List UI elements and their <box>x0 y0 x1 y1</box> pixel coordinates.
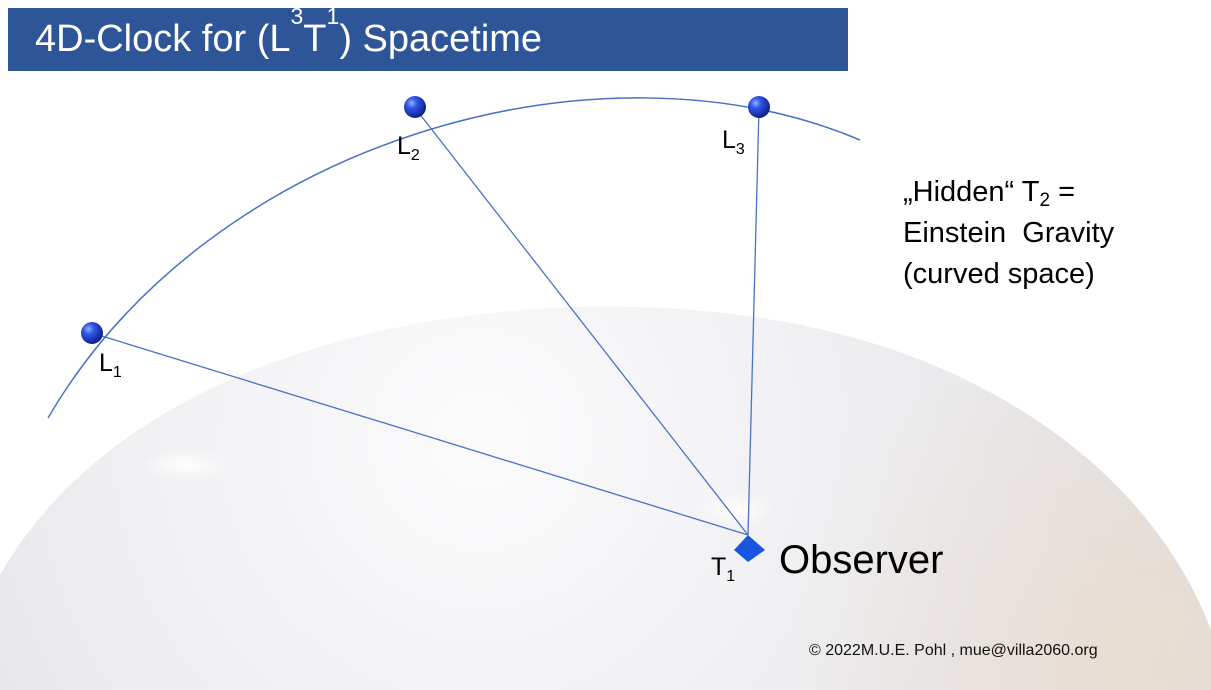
signal-line-l3 <box>747 107 760 536</box>
hidden-t2-note: „Hidden“ T2 = Einstein Gravity (curved s… <box>903 172 1114 295</box>
observer-marker <box>734 535 765 562</box>
point-l2-label: L2 <box>397 132 420 164</box>
point-l1-marker <box>81 322 103 344</box>
signal-line-l1 <box>91 332 749 536</box>
curved-space-sphere <box>0 306 1211 690</box>
note-line-1: „Hidden“ T2 = <box>903 176 1076 211</box>
signal-line-l2 <box>414 107 749 536</box>
copyright-notice: © 2022M.U.E. Pohl , mue@villa2060.org <box>809 642 1098 659</box>
observer-label: Observer <box>779 538 944 582</box>
observer-time-label: T1 <box>711 553 736 585</box>
point-l3-label: L3 <box>722 126 745 158</box>
note-line-3: (curved space) <box>903 258 1095 290</box>
orbit-arc <box>47 97 861 419</box>
slide-title: 4D-Clock for (L3T1) Spacetime <box>8 5 848 71</box>
point-l2-marker <box>404 96 426 118</box>
point-l1-label: L1 <box>99 349 122 381</box>
note-line-2: Einstein Gravity <box>903 217 1115 249</box>
point-l3-marker <box>748 96 770 118</box>
